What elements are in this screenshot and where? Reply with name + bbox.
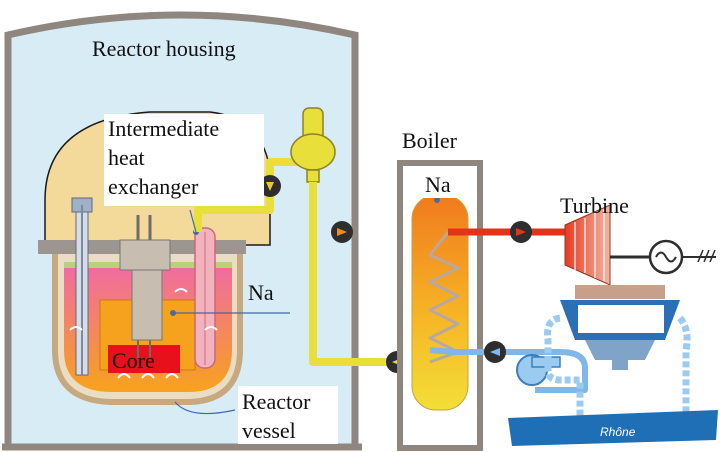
flow-arrow-icon — [510, 221, 532, 243]
cooling-water-pipes — [544, 314, 691, 420]
condenser — [560, 285, 680, 370]
svg-text:heat: heat — [108, 145, 145, 170]
svg-text:Reactor: Reactor — [242, 389, 311, 414]
core-block — [108, 345, 180, 373]
turbine-label: Turbine — [560, 193, 629, 218]
flow-arrow-icon — [331, 221, 353, 243]
flow-arrow-icon — [259, 175, 281, 197]
flow-arrow-icon — [484, 341, 506, 363]
primary-pump — [71, 197, 93, 376]
generator-icon — [648, 239, 716, 275]
ihx-riser-pipe — [194, 158, 312, 232]
reactor-vessel-label: Reactor vessel — [238, 386, 338, 444]
intermediate-heat-exchanger — [193, 227, 216, 369]
secondary-pump — [290, 107, 336, 183]
boiler — [397, 160, 483, 451]
svg-text:exchanger: exchanger — [108, 174, 199, 199]
svg-text:Intermediate: Intermediate — [108, 116, 219, 141]
svg-text:vessel: vessel — [242, 418, 296, 443]
boiler-label: Boiler — [402, 128, 458, 153]
turbine — [564, 204, 650, 286]
feedwater-line — [429, 347, 588, 393]
river: Rhône — [508, 410, 718, 446]
sodium-pool-label: Na — [248, 280, 274, 305]
svg-text:Na: Na — [425, 172, 451, 197]
primary-flow-arrows — [69, 288, 218, 379]
boiler-coil — [428, 231, 460, 364]
control-rod-mechanism — [119, 215, 171, 358]
core-label: Core — [112, 348, 155, 373]
reactor-housing-label: Reactor housing — [92, 36, 236, 61]
leader-lines — [173, 195, 438, 415]
cold-leg-pipe — [309, 182, 405, 366]
river-label: Rhône — [600, 425, 636, 439]
ihx-label: Intermediate heat exchanger — [104, 114, 264, 206]
condensate-pump — [516, 354, 561, 386]
boiler-sodium-label: Na — [420, 172, 460, 198]
